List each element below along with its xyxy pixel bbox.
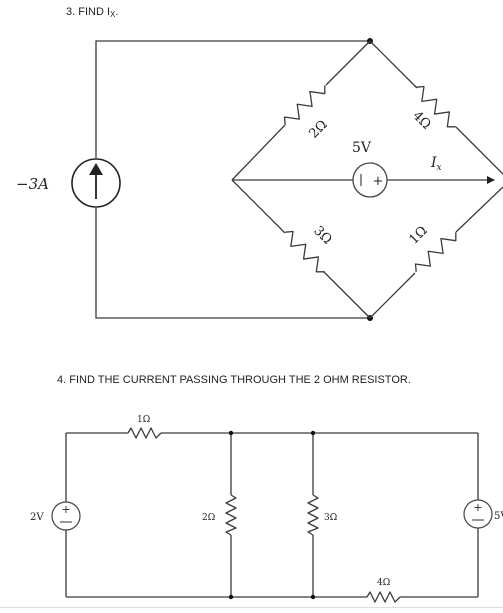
c2-node-1 (228, 430, 234, 436)
voltage-source-label: 5V (352, 140, 372, 156)
c1-wire-l2 (325, 40, 371, 86)
vs-5v-plus: + (473, 501, 482, 514)
circuit-2: + + 2V 5V 1Ω 2Ω 3Ω 4Ω (30, 415, 503, 603)
current-source-label: −3A (16, 175, 49, 193)
r-4ohm-label: 4Ω (409, 108, 433, 132)
question-3-heading: 3. FIND IX. (66, 6, 118, 19)
r-top-label: 1Ω (137, 415, 150, 425)
r-bottom-label: 4Ω (377, 578, 390, 588)
voltage-source-2v (51, 501, 81, 531)
c1-outer-wire (95, 40, 370, 158)
r-mid1-label: 2Ω (202, 513, 215, 523)
question-4-heading: 4. FIND THE CURRENT PASSING THROUGH THE … (57, 374, 411, 386)
question-3-text: 3. FIND I (66, 6, 111, 18)
resistor-3ohm (285, 230, 325, 273)
bottom-divider (0, 607, 503, 608)
c1-wire-r4 (455, 186, 503, 233)
c1-wire-l4 (323, 271, 371, 319)
c1-wire-r2 (455, 126, 503, 175)
r-3ohm-label: 3Ω (310, 223, 334, 247)
v-right-label: 5V (494, 511, 503, 522)
ix-label: Ix (430, 155, 442, 173)
question-3-period: . (115, 6, 119, 18)
resistor-1ohm (414, 232, 457, 272)
c1-wire-r3 (369, 272, 416, 319)
resistor-3ohm-c2 (307, 494, 319, 536)
resistor-1ohm-c2 (127, 427, 162, 439)
c2-node-4 (310, 594, 316, 600)
r-2ohm-label: 2Ω (306, 117, 330, 141)
voltage-source-5v (352, 162, 388, 198)
resistor-4ohm-c2 (366, 591, 401, 603)
c2-node-3 (228, 594, 234, 600)
vs-2v-plus: + (61, 503, 70, 516)
c1-wire-r1 (369, 40, 418, 89)
resistor-2ohm (283, 85, 326, 125)
r-mid2-label: 3Ω (324, 513, 337, 523)
voltage-source-5v-c2 (463, 499, 493, 529)
c1-wire-l1 (231, 124, 286, 181)
v-left-label: 2V (30, 512, 44, 523)
c1-wire-l3 (231, 179, 286, 234)
r-1ohm-label: 1Ω (406, 223, 430, 247)
resistor-2ohm-c2 (225, 494, 237, 536)
c2-node-2 (310, 430, 316, 436)
vs-plus-sign: + (373, 174, 384, 189)
current-source (71, 158, 121, 208)
c1-outer-wire-bottom (95, 208, 370, 319)
question-4-text: 4. FIND THE CURRENT PASSING THROUGH THE … (57, 374, 411, 386)
question-3-subscript: X (110, 10, 116, 19)
resistor-4ohm (416, 85, 456, 128)
circuit-1: −3A 2Ω 4Ω 3Ω 1Ω (16, 38, 503, 321)
